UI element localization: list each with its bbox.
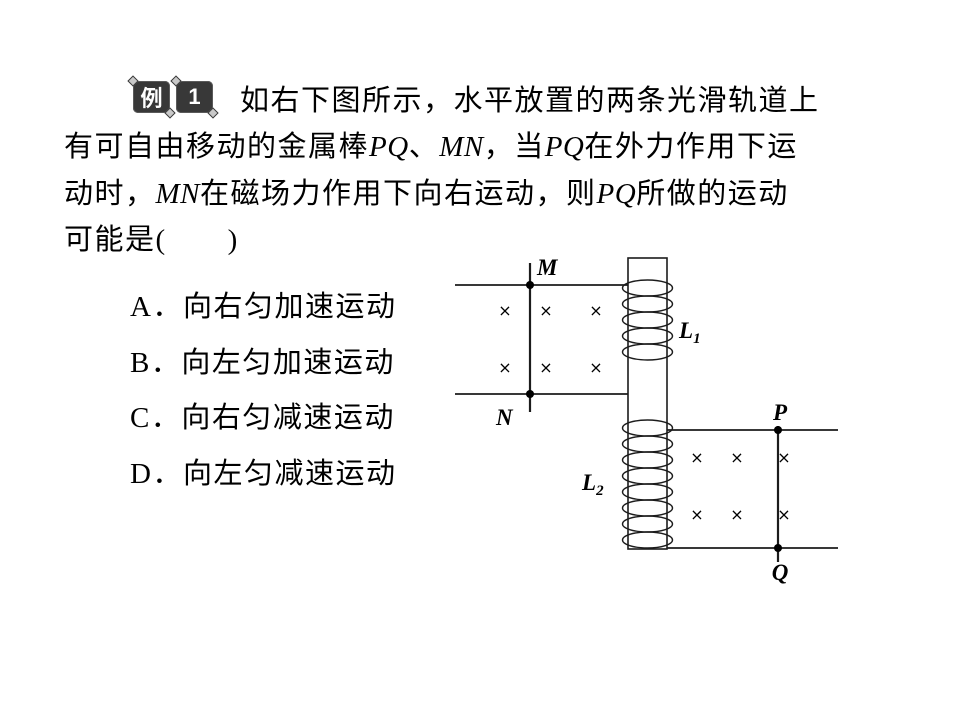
field-cross-icon: × <box>589 358 602 377</box>
diamond-ornament-icon <box>127 75 139 87</box>
problem-text-line-4: 可能是( ) <box>64 223 239 258</box>
option-c: C．向右匀减速运动 <box>130 402 395 434</box>
diamond-ornament-icon <box>170 75 182 87</box>
text-run: 有可自由移动的金属棒 <box>64 131 370 163</box>
diamond-ornament-icon <box>164 107 176 119</box>
label-Q: Q <box>772 560 789 585</box>
text-run-italic: PQ <box>596 178 637 210</box>
coil-L1 <box>621 279 674 361</box>
text-run: 在外力作用下运 <box>584 131 798 163</box>
problem-text-line-3: 动时，MN在磁场力作用下向右运动，则PQ所做的运动 <box>64 177 789 212</box>
problem-text-line-1: 如右下图所示，水平放置的两条光滑轨道上 <box>240 84 820 119</box>
label-M: M <box>536 255 559 280</box>
diamond-ornament-icon <box>207 107 219 119</box>
option-d: D．向左匀减速运动 <box>130 458 397 490</box>
text-run: 如右下图所示，水平放置的两条光滑轨道上 <box>240 85 820 117</box>
field-cross-icon: × <box>777 505 790 524</box>
label-P: P <box>772 400 788 425</box>
label-L1-base: L <box>678 318 693 343</box>
field-cross-icon: × <box>589 301 602 320</box>
label-L2-base: L <box>581 470 596 495</box>
field-cross-icon: × <box>539 301 552 320</box>
field-cross-icon: × <box>539 358 552 377</box>
field-cross-icon: × <box>730 505 743 524</box>
coil-L2 <box>621 419 674 549</box>
example-badge-char: 1 <box>188 84 201 109</box>
example-badge-tile: 例 <box>127 75 176 119</box>
example-badge: 例 1 <box>127 75 219 119</box>
contact-dot-P <box>774 426 782 434</box>
text-run: 动时， <box>64 178 156 210</box>
label-L1: L1 <box>678 318 701 347</box>
field-cross-icon: × <box>690 505 703 524</box>
text-run: 、 <box>408 131 440 163</box>
contact-dot-Q <box>774 544 782 552</box>
field-cross-icon: × <box>498 358 511 377</box>
circuit-diagram: M N × × × × × × L1 L2 <box>455 255 838 585</box>
label-N: N <box>495 405 514 430</box>
label-L2-sub: 2 <box>595 483 604 499</box>
contact-dot-M <box>526 281 534 289</box>
text-run: ，当 <box>483 131 545 163</box>
option-b: B．向左匀加速运动 <box>130 347 395 379</box>
field-cross-icon: × <box>777 448 790 467</box>
problem-text-line-2: 有可自由移动的金属棒PQ、MN，当PQ在外力作用下运 <box>64 130 798 165</box>
text-run-italic: MN <box>155 178 201 210</box>
text-run-italic: MN <box>439 131 484 163</box>
option-a: A．向右匀加速运动 <box>130 291 397 323</box>
field-cross-icon: × <box>498 301 511 320</box>
text-run: 在磁场力作用下向右运动，则 <box>200 178 597 210</box>
text-run: 可能是( ) <box>64 224 239 256</box>
text-run-italic: PQ <box>369 131 409 163</box>
iron-core <box>627 257 668 550</box>
field-cross-icon: × <box>690 448 703 467</box>
label-L2: L2 <box>581 470 604 499</box>
contact-dot-N <box>526 390 534 398</box>
label-L1-sub: 1 <box>693 331 701 347</box>
text-run-italic: PQ <box>544 131 585 163</box>
example-badge-tile: 1 <box>170 75 219 119</box>
field-cross-icon: × <box>730 448 743 467</box>
text-run: 所做的运动 <box>636 178 789 210</box>
example-badge-char: 例 <box>140 86 163 111</box>
